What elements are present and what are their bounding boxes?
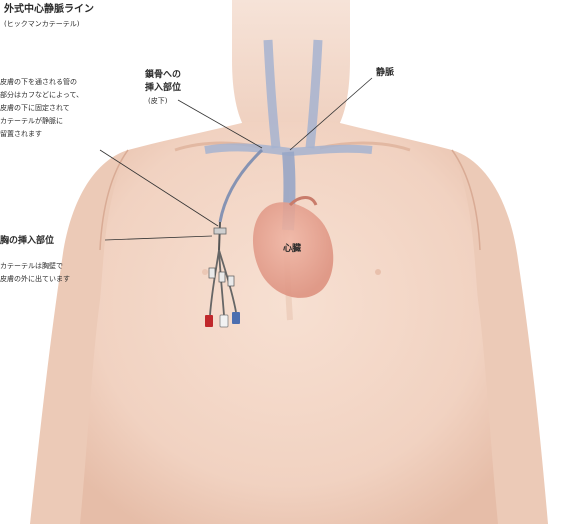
tunnel-note-line4: カテーテルが静脈に: [0, 117, 63, 126]
exit-site-line2: 皮膚の外に出ています: [0, 275, 70, 284]
tunnel-note-line1: 皮膚の下を通される管の: [0, 78, 77, 87]
exit-site-heading: 胸の挿入部位: [0, 236, 54, 247]
catheter-cuff: [214, 228, 226, 234]
cap-red: [205, 315, 213, 327]
diagram-subtitle: (ヒックマンカテーテル): [4, 20, 79, 29]
tunnel-note-line5: 留置されます: [0, 130, 42, 139]
cap-blue: [232, 312, 240, 324]
tunnel-note-line3: 皮膚の下に固定されて: [0, 104, 70, 113]
subclavian-label-line1: 鎖骨への: [145, 70, 181, 81]
neck: [232, 0, 350, 130]
diagram-title: 外式中心静脈ライン: [4, 4, 94, 17]
subclavian-label-line3: (皮下): [148, 97, 167, 106]
subclavian-vein: [205, 147, 372, 152]
cap-white: [220, 315, 228, 327]
heart-label: 心臓: [283, 244, 301, 255]
subclavian-label-line2: 挿入部位: [145, 83, 181, 94]
tunnel-note-line2: 部分はカフなどによって、: [0, 91, 83, 100]
catheter-external: [219, 222, 220, 250]
vein-label: 静脈: [376, 68, 394, 79]
exit-site-line1: カテーテルは胸壁で: [0, 262, 63, 271]
